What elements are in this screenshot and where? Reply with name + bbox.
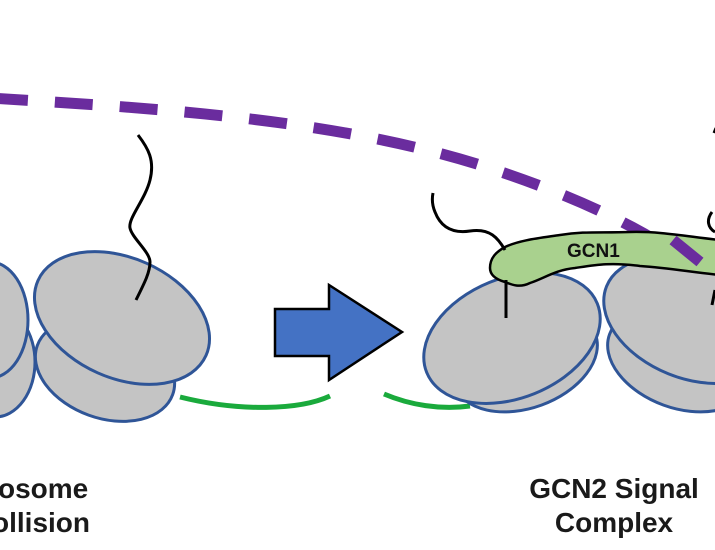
gcn1-protein <box>488 230 715 287</box>
nascent-peptide-right-first <box>430 192 508 318</box>
ribosome-right-first <box>422 271 602 414</box>
ribosome-left <box>32 250 212 423</box>
left-caption-line1: osome <box>0 473 88 504</box>
right-caption-line1: GCN2 Signal <box>529 473 699 504</box>
left-caption-line2: ollision <box>0 507 90 538</box>
nascent-peptide-left <box>128 134 154 301</box>
right-caption-line2: Complex <box>555 507 674 538</box>
gcn2-dashed-path <box>0 93 704 275</box>
gcn1-label: GCN1 <box>567 241 620 262</box>
gcn2-dashed-path-front <box>669 235 704 267</box>
mrna-left <box>179 393 332 410</box>
ribosome-left-partial <box>0 262 37 419</box>
mrna-right <box>383 391 471 410</box>
right-arrow-icon <box>273 282 405 383</box>
